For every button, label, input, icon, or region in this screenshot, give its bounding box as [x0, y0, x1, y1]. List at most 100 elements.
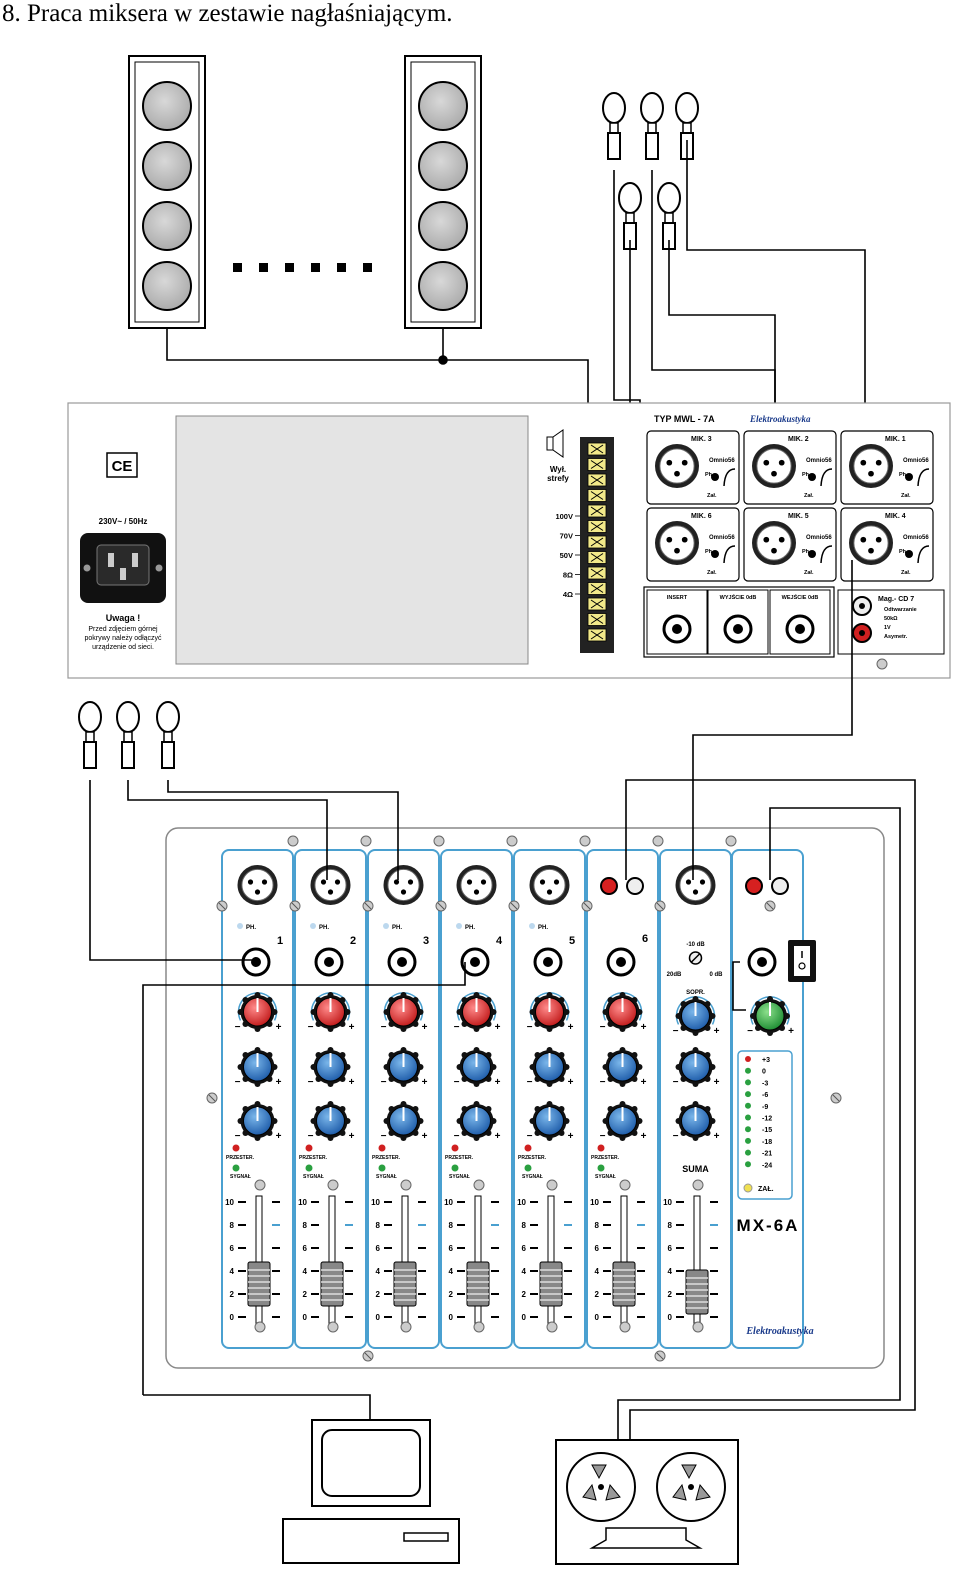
mic-head: [602, 92, 626, 124]
type-label: TYP MWL - 7A: [654, 414, 715, 424]
knob-grip: [461, 1076, 468, 1083]
amp-mic-zal: Zał.: [804, 493, 814, 499]
knob-grip: [546, 1135, 553, 1141]
fader-scale-label: 6: [595, 1244, 600, 1253]
knob-grip: [473, 1135, 480, 1141]
fader-cap: [247, 1261, 271, 1307]
knob-minus: −: [381, 1077, 387, 1088]
knob-minus: −: [381, 1131, 387, 1142]
knob-grip: [339, 1021, 346, 1028]
knob-minus: −: [308, 1077, 314, 1088]
fader-scale-label: 2: [303, 1290, 308, 1299]
strip-screw: [692, 1179, 704, 1191]
pad-label: -10 dB: [686, 942, 705, 948]
meter-led: [745, 1126, 751, 1133]
signal-led: [232, 1164, 240, 1172]
fader-scale-label: 6: [230, 1244, 235, 1253]
amp-mic-knob: [711, 473, 719, 481]
jack-hole: [543, 957, 553, 967]
ph-label: PH.: [392, 925, 402, 931]
peak-led: [305, 1144, 313, 1152]
knob-grip: [383, 1064, 390, 1070]
knob-minus: −: [747, 1026, 753, 1037]
mic-head: [156, 701, 180, 733]
zone-label-1: Wył.: [550, 465, 566, 474]
xlr-socket: [655, 521, 699, 565]
amp-mic-zal: Zał.: [707, 570, 717, 576]
mag-label: Mag.- CD 7: [878, 596, 914, 603]
mic-body: [607, 132, 621, 160]
knob-grip: [631, 1051, 638, 1058]
knob-grip: [767, 996, 773, 1002]
amp-mic-knob: [905, 550, 913, 558]
knob-grip: [558, 996, 565, 1003]
fader-scale-label: 8: [668, 1221, 673, 1230]
knob: −+: [381, 1047, 428, 1088]
computer: [282, 1419, 460, 1564]
fader-scale-label: 2: [522, 1290, 527, 1299]
fader-scale-label: 4: [376, 1267, 381, 1276]
amp-mic-arc: [820, 468, 833, 487]
knob-minus: −: [673, 1026, 679, 1037]
fader-scale-label: 4: [668, 1267, 673, 1276]
knob-grip: [619, 1135, 626, 1141]
rca-white: [771, 877, 789, 895]
meter-led: [745, 1137, 751, 1144]
screw-slot: [208, 1094, 216, 1102]
knob-grip: [558, 1021, 565, 1028]
knob-grip: [534, 1105, 541, 1112]
strip-screw: [546, 1179, 558, 1191]
knob-grip: [692, 1101, 699, 1107]
knob-grip: [692, 1047, 699, 1053]
power-rating: 230V~ / 50Hz: [99, 517, 148, 526]
amp-mic-sub: Omnio56: [903, 535, 929, 541]
knob-grip: [607, 1105, 614, 1112]
amp-mic-sub: Omnio56: [903, 458, 929, 464]
mic-neck: [123, 731, 133, 743]
jack-hole: [733, 624, 743, 634]
mic-head: [675, 92, 699, 124]
knob-grip: [675, 1118, 682, 1124]
xlr-pin: [681, 536, 688, 543]
strip-screw: [473, 1321, 485, 1333]
jack-hole: [470, 957, 480, 967]
amp-mic-label: MIK. 3: [691, 436, 712, 443]
knob-grip: [754, 1000, 761, 1007]
knob-grip: [704, 1000, 711, 1007]
knob-grip: [534, 1130, 541, 1137]
signal-label: SYGNAŁ: [595, 1174, 616, 1180]
strip-frame: [294, 849, 367, 1349]
knob-grip: [534, 1051, 541, 1058]
knob-grip: [636, 1118, 643, 1124]
microphone-icon: [116, 701, 140, 769]
knob-grip: [607, 1051, 614, 1058]
knob-grip: [619, 1081, 626, 1087]
knob-grip: [242, 1076, 249, 1083]
xlr-socket: [237, 865, 278, 905]
meter-label: -6: [762, 1092, 768, 1099]
knob-grip: [546, 1047, 553, 1053]
knob-minus: −: [673, 1077, 679, 1088]
power-switch: [788, 940, 816, 982]
meter-led: [745, 1149, 751, 1156]
zal-label: ZAŁ.: [758, 1186, 774, 1193]
amp-mic-knob: [905, 473, 913, 481]
knob-grip: [315, 1051, 322, 1058]
amp-jack-module: INSERT: [646, 589, 708, 655]
fader-scale-label: 2: [668, 1290, 673, 1299]
xlr-face: [533, 868, 566, 902]
xlr-pin: [868, 547, 874, 554]
knob-grip: [456, 1118, 463, 1124]
strip-screw: [327, 1321, 339, 1333]
knob-grip: [254, 1081, 261, 1087]
peak-label: PRZESTER.: [299, 1155, 328, 1161]
knob-grip: [400, 992, 407, 998]
